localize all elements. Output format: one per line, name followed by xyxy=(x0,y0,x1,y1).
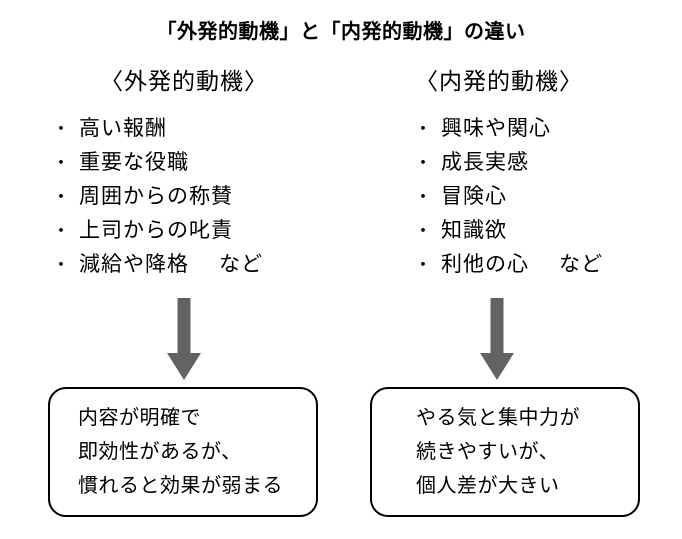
box-text-line: やる気と集中力が xyxy=(416,407,580,429)
bullet-icon: ・ xyxy=(414,153,433,173)
list-item-label: 減給や降格 xyxy=(79,253,189,276)
list-item: ・上司からの叱責 xyxy=(52,214,263,248)
down-arrow-icon xyxy=(480,298,514,380)
bullet-icon: ・ xyxy=(414,221,433,241)
list-item: ・冒険心 xyxy=(414,180,603,214)
list-item: ・興味や関心 xyxy=(414,112,603,146)
list-item-label: 興味や関心 xyxy=(441,117,551,140)
intrinsic-outcome-box: やる気と集中力が 続きやすいが、 個人差が大きい xyxy=(370,387,640,517)
intrinsic-factors-list: ・興味や関心 ・成長実感 ・冒険心 ・知識欲 ・利他の心など xyxy=(414,112,603,282)
list-item: ・利他の心 など xyxy=(414,248,603,282)
extrinsic-factors-list: ・高い報酬 ・重要な役職 ・周囲からの称賛 ・上司からの叱責 ・減給や降格など xyxy=(52,112,263,282)
bullet-icon: ・ xyxy=(414,119,433,139)
bullet-icon: ・ xyxy=(52,221,71,241)
box-text-line: 内容が明確で xyxy=(78,407,201,429)
list-item-label: 高い報酬 xyxy=(79,117,167,140)
list-item-label: 冒険心 xyxy=(441,185,507,208)
bullet-icon: ・ xyxy=(414,255,433,275)
box-text-line: 個人差が大きい xyxy=(416,475,560,497)
down-arrow-icon xyxy=(167,298,201,380)
list-item: ・減給や降格 など xyxy=(52,248,263,282)
list-item: ・重要な役職 xyxy=(52,146,263,180)
outcome-text: 内容が明確で 即効性があるが、 慣れると効果が弱まる xyxy=(50,389,316,503)
list-item-label: 利他の心 xyxy=(441,253,529,276)
box-text-line: 即効性があるが、 xyxy=(78,441,242,463)
diagram-title: 「外発的動機」と「内発的動機」の違い xyxy=(156,21,526,43)
etc-label: など xyxy=(219,253,263,276)
list-item: ・高い報酬 xyxy=(52,112,263,146)
bullet-icon: ・ xyxy=(52,153,71,173)
list-item-label: 上司からの叱責 xyxy=(79,219,233,242)
list-item-label: 知識欲 xyxy=(441,219,507,242)
arrow-head xyxy=(167,353,201,380)
etc-label: など xyxy=(559,253,603,276)
list-item: ・知識欲 xyxy=(414,214,603,248)
column-heading-intrinsic: 〈内発的動機〉 xyxy=(415,68,583,94)
outcome-text: やる気と集中力が 続きやすいが、 個人差が大きい xyxy=(372,389,638,503)
bullet-icon: ・ xyxy=(52,255,71,275)
list-item: ・成長実感 xyxy=(414,146,603,180)
bullet-icon: ・ xyxy=(52,187,71,207)
list-item-label: 成長実感 xyxy=(441,151,529,174)
list-item-label: 周囲からの称賛 xyxy=(79,185,233,208)
box-text-line: 慣れると効果が弱まる xyxy=(78,475,283,497)
bullet-icon: ・ xyxy=(52,119,71,139)
column-heading-extrinsic: 〈外発的動機〉 xyxy=(100,68,268,94)
box-text-line: 続きやすいが、 xyxy=(416,441,560,463)
arrow-shaft xyxy=(177,298,191,353)
list-item-label: 重要な役職 xyxy=(79,151,189,174)
arrow-shaft xyxy=(490,298,504,353)
arrow-head xyxy=(480,353,514,380)
list-item: ・周囲からの称賛 xyxy=(52,180,263,214)
extrinsic-outcome-box: 内容が明確で 即効性があるが、 慣れると効果が弱まる xyxy=(48,387,318,517)
bullet-icon: ・ xyxy=(414,187,433,207)
